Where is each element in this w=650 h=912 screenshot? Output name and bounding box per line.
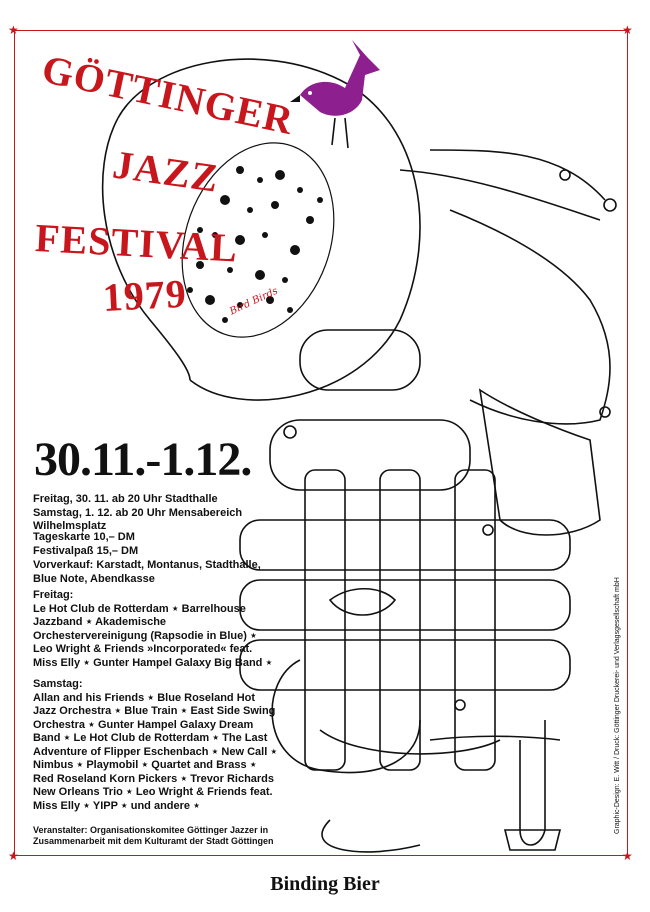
schedule-saturday: Samstag, 1. 12. ab 20 Uhr Mensabereich W… bbox=[33, 506, 243, 533]
friday-block: Freitag: Le Hot Club de Rotterdam ⋆ Barr… bbox=[33, 589, 278, 670]
schedule-block: Freitag, 30. 11. ab 20 Uhr Stadthalle Sa… bbox=[33, 493, 278, 534]
sponsor-logo-text: Binding Bier bbox=[270, 873, 380, 895]
schedule-friday: Freitag, 30. 11. ab 20 Uhr Stadthalle bbox=[33, 493, 218, 505]
star-icon: ★ bbox=[622, 23, 633, 37]
price-day: Tageskarte 10,– DM bbox=[33, 531, 135, 543]
saturday-block: Samstag: Allan and his Friends ⋆ Blue Ro… bbox=[33, 678, 278, 813]
presale-block: Vorverkauf: Karstadt, Montanus, Stadthal… bbox=[33, 559, 278, 586]
friday-lineup: Le Hot Club de Rotterdam ⋆ Barrelhouse J… bbox=[33, 602, 273, 669]
star-icon: ★ bbox=[8, 23, 19, 37]
design-credit: Graphic-Design: E. Witt / Druck: Götting… bbox=[614, 577, 621, 834]
presale-text: Vorverkauf: Karstadt, Montanus, Stadthal… bbox=[33, 559, 261, 585]
poster-frame bbox=[14, 30, 628, 856]
saturday-lineup: Allan and his Friends ⋆ Blue Roseland Ho… bbox=[33, 691, 278, 812]
festival-dates: 30.11.-1.12. bbox=[34, 433, 252, 486]
bird-icon bbox=[290, 40, 380, 149]
star-icon: ★ bbox=[8, 849, 19, 863]
organizer-text: Veranstalter: Organisationskomitee Götti… bbox=[33, 825, 274, 846]
title-line-4: 1979 bbox=[101, 270, 188, 321]
price-festival: Festivalpaß 15,– DM bbox=[33, 544, 139, 557]
saturday-heading: Samstag: bbox=[33, 678, 83, 690]
friday-heading: Freitag: bbox=[33, 589, 74, 601]
prices-block: Tageskarte 10,– DM Festivalpaß 15,– DM bbox=[33, 531, 278, 558]
bell-outline bbox=[117, 58, 421, 401]
star-icon: ★ bbox=[622, 849, 633, 863]
